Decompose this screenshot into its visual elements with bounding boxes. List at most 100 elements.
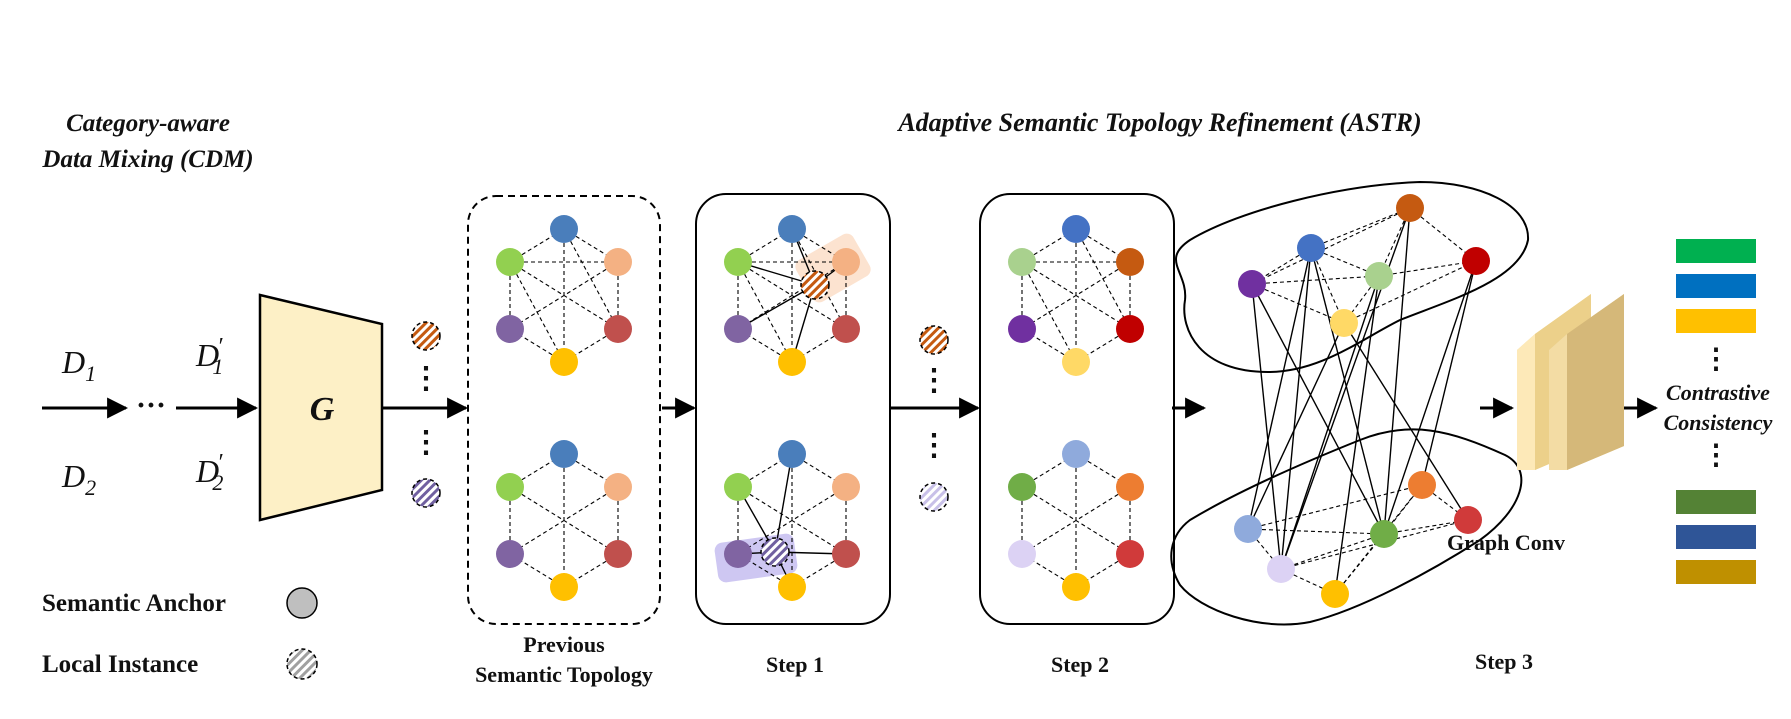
semantic-anchor-node <box>550 348 578 376</box>
semantic-anchor-node <box>724 473 752 501</box>
graph-edge <box>1280 247 1312 570</box>
semantic-anchor-node <box>1321 580 1349 608</box>
step2-graph-top <box>1008 215 1144 376</box>
cdm-title-line1: Category-aware <box>66 110 230 137</box>
graph-edge <box>1251 275 1380 285</box>
vertical-ellipsis-4: ⋮ <box>919 429 949 462</box>
astr-title: Adaptive Semantic Topology Refinement (A… <box>896 108 1421 137</box>
semantic-anchor-node <box>1062 440 1090 468</box>
graph-edge <box>1378 260 1477 277</box>
graph-edge <box>1280 519 1469 570</box>
legend-instance-label: Local Instance <box>42 651 198 678</box>
graph-edge <box>1247 247 1312 530</box>
semantic-anchor-node <box>1008 315 1036 343</box>
semantic-anchor-node <box>832 248 860 276</box>
graph-edge <box>1280 533 1385 570</box>
label-contrastive-line1: Contrastive <box>1666 380 1770 405</box>
semantic-anchor-node <box>1062 573 1090 601</box>
graph-edge <box>1383 207 1411 535</box>
semantic-anchor-node <box>604 315 632 343</box>
generator-label: G <box>310 391 335 428</box>
step2-graph-bottom <box>1008 440 1144 601</box>
vertical-ellipsis-2: ⋮ <box>411 426 441 459</box>
step2-box <box>979 193 1175 625</box>
previous-topology-box <box>467 195 661 625</box>
graph-edge <box>1247 484 1423 530</box>
semantic-anchor-node <box>778 573 806 601</box>
semantic-anchor-node <box>1062 215 1090 243</box>
graph-edge <box>1310 207 1411 249</box>
graph-edge <box>1383 260 1477 535</box>
feature-bar-top-3 <box>1676 309 1756 333</box>
vertical-ellipsis-3: ⋮ <box>919 364 949 397</box>
semantic-anchor-node <box>1008 248 1036 276</box>
feature-bar-bottom-2 <box>1676 525 1756 549</box>
local-instance-node <box>800 270 830 300</box>
semantic-anchor-node <box>778 440 806 468</box>
graph-edge <box>1334 484 1423 595</box>
step1-graph-bottom <box>724 440 860 601</box>
semantic-anchor-node <box>778 348 806 376</box>
graph-edge <box>737 261 793 363</box>
graph-edge <box>1409 207 1477 262</box>
legend-instance-icon <box>286 648 318 680</box>
graph-edge <box>1343 322 1469 521</box>
semantic-anchor-node <box>832 473 860 501</box>
graph-edge <box>1021 261 1077 363</box>
graph-conv-blocks <box>1517 294 1624 470</box>
semantic-anchor-node <box>1462 247 1490 275</box>
semantic-anchor-node <box>724 315 752 343</box>
semantic-anchor-node <box>1454 506 1482 534</box>
semantic-anchor-node <box>1370 520 1398 548</box>
vertical-ellipsis-1: ⋮ <box>411 362 441 395</box>
semantic-anchor-node <box>1008 540 1036 568</box>
semantic-anchor-node <box>1365 262 1393 290</box>
semantic-anchor-node <box>1116 540 1144 568</box>
local-instance-node <box>760 537 790 567</box>
semantic-anchor-node <box>832 315 860 343</box>
graph-edge <box>1421 260 1477 486</box>
graph-edge <box>1251 283 1282 570</box>
step1-box <box>695 193 891 625</box>
label-graph-conv: Graph Conv <box>1447 530 1565 555</box>
semantic-anchor-node <box>1297 234 1325 262</box>
cdm-title-line2: Data Mixing (CDM) <box>41 146 253 173</box>
graph-edge <box>1310 247 1385 535</box>
semantic-anchor-node <box>496 315 524 343</box>
semantic-anchor-node <box>778 215 806 243</box>
graph-edge <box>1378 207 1411 277</box>
step1-graph-top <box>724 215 860 376</box>
input-d1-prime: D′1 <box>195 334 223 379</box>
semantic-anchor-node <box>1267 555 1295 583</box>
graph-edge <box>1251 207 1411 285</box>
semantic-anchor-node <box>1116 473 1144 501</box>
step3-graph <box>1234 194 1490 608</box>
refined-instance-lavender <box>919 482 949 512</box>
semantic-anchor-node <box>1238 270 1266 298</box>
semantic-anchor-node <box>1408 471 1436 499</box>
graph-edge <box>774 453 793 553</box>
graph-edge <box>1251 283 1385 535</box>
semantic-anchor-node <box>1234 515 1262 543</box>
semantic-anchor-node <box>1330 309 1358 337</box>
feature-bar-top-1 <box>1676 239 1756 263</box>
semantic-anchor-node <box>724 540 752 568</box>
graph-edge <box>1383 519 1469 535</box>
semantic-anchor-node <box>1062 348 1090 376</box>
label-contrastive-line2: Consistency <box>1664 410 1773 435</box>
graph-edge <box>1310 247 1380 277</box>
step3-lower-plane <box>1170 428 1523 626</box>
semantic-anchor-node <box>604 473 632 501</box>
semantic-anchor-node <box>550 573 578 601</box>
label-previous-line1: Previous <box>523 632 605 657</box>
semantic-anchor-node <box>496 473 524 501</box>
semantic-anchor-node <box>550 215 578 243</box>
label-step1: Step 1 <box>766 652 824 677</box>
semantic-anchor-node <box>724 248 752 276</box>
legend-anchor-icon <box>286 587 318 619</box>
refined-instance-orange <box>919 325 949 355</box>
semantic-anchor-node <box>1008 473 1036 501</box>
graph-edge <box>1247 322 1345 530</box>
generator-block <box>258 293 384 522</box>
